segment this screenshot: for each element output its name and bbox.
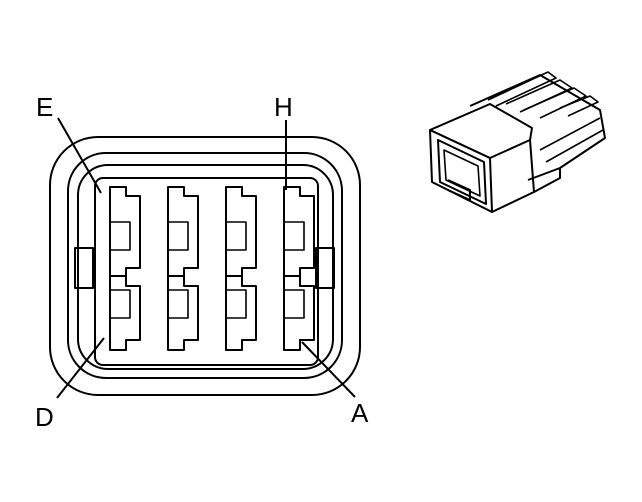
terminal-cavity — [109, 275, 141, 351]
terminal-cavity — [225, 186, 257, 279]
terminal-slot — [168, 221, 189, 251]
terminal-cavity — [283, 275, 315, 351]
terminal-slot — [284, 221, 305, 251]
terminal-cavity — [283, 186, 315, 279]
right-latch-tab — [315, 247, 335, 289]
terminal-cavity — [109, 186, 141, 279]
connector-bottom-ledge — [447, 179, 471, 201]
terminal-slot — [110, 221, 131, 251]
connector-side-edge — [533, 168, 561, 193]
connector-outer-shell — [49, 136, 361, 396]
terminal-slot — [226, 221, 247, 251]
leader-line-d — [56, 337, 105, 399]
connector-rib — [487, 71, 557, 107]
leader-line-e — [57, 117, 102, 194]
connector-rib — [539, 117, 601, 151]
connector-perspective-view — [429, 71, 606, 213]
terminal-cavity — [167, 275, 199, 351]
left-latch-tab — [74, 247, 94, 289]
terminal-slot — [226, 289, 247, 319]
connector-opening — [437, 139, 487, 205]
terminal-cavity — [167, 186, 199, 279]
connector-inner-shell — [67, 152, 343, 379]
connector-front-face-inner — [429, 129, 493, 213]
connector-face-view — [49, 117, 361, 399]
connector-cavity-block — [94, 177, 319, 366]
terminal-cavity — [225, 275, 257, 351]
pin-label-h: H — [274, 92, 293, 122]
terminal-slot — [284, 289, 305, 319]
terminal-slot — [168, 289, 189, 319]
terminal-slot — [110, 289, 131, 319]
pin-label-d: D — [35, 402, 54, 432]
leader-line-a — [301, 341, 356, 398]
connector-rear-body — [469, 74, 606, 181]
connector-rib — [545, 129, 604, 163]
connector-front-top — [429, 103, 533, 141]
top-row-cavities — [109, 186, 315, 279]
connector-opening-inner — [443, 149, 481, 197]
bottom-row-cavities — [109, 275, 315, 351]
connector-rib — [559, 95, 599, 117]
pin-label-a: A — [351, 398, 369, 428]
pin-label-e: E — [36, 92, 54, 122]
